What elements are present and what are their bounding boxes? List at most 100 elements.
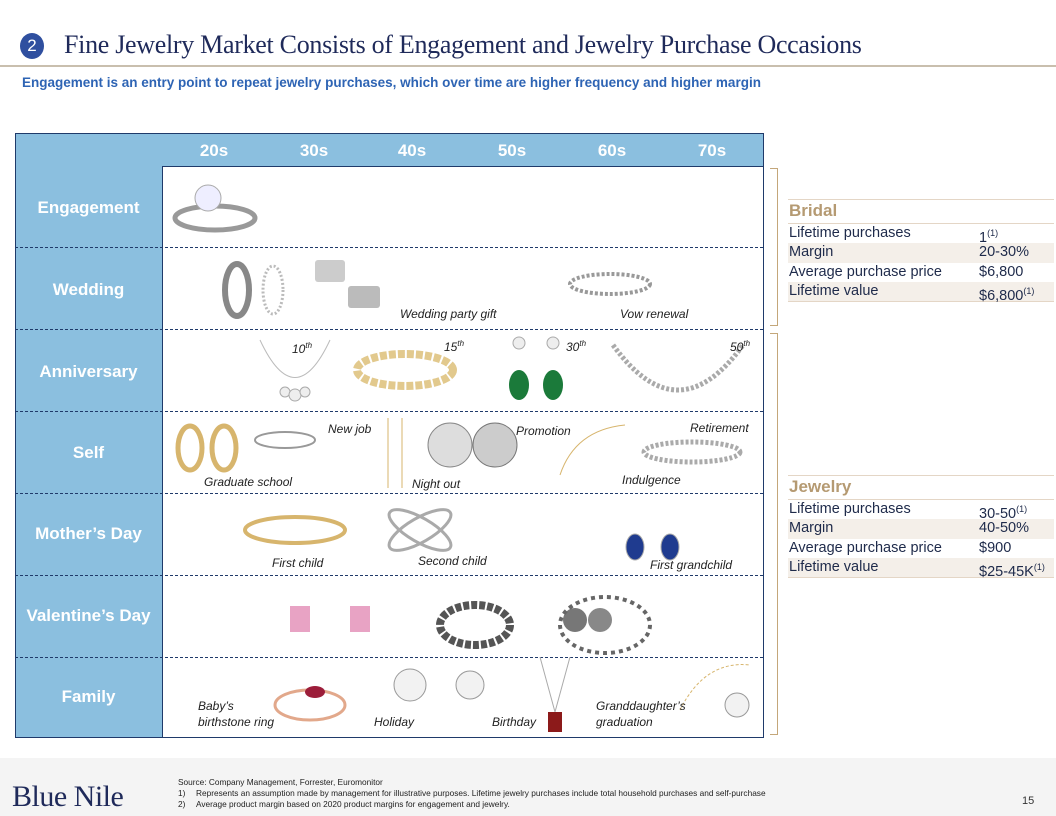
caption-suffix: th bbox=[743, 339, 751, 348]
caption-birthday: Birthday bbox=[492, 715, 537, 729]
caption-birthstone-ring: birthstone ring bbox=[198, 715, 275, 729]
bridal-title: Bridal bbox=[788, 199, 1054, 224]
stat-label: Lifetime value bbox=[789, 282, 879, 299]
stat-row: Lifetime purchases 30-50(1) bbox=[788, 500, 1054, 522]
pearl-bracelet-image bbox=[353, 350, 457, 390]
cufflinks-image bbox=[315, 260, 380, 308]
caption-number: 30 bbox=[566, 340, 580, 354]
page-number: 15 bbox=[1022, 795, 1035, 807]
stat-row: Lifetime value $25-45K(1) bbox=[788, 557, 1054, 580]
row-label-self: Self bbox=[72, 443, 105, 462]
stat-value: 30-50(1) bbox=[979, 504, 1028, 522]
stat-value: 40-50% bbox=[979, 520, 1029, 537]
caption-indulgence: Indulgence bbox=[622, 473, 681, 487]
caption-first-grandchild: First grandchild bbox=[650, 558, 733, 572]
stat-row: Average purchase price $6,800 bbox=[788, 263, 1054, 282]
pearl-jewelry-image bbox=[436, 595, 652, 655]
source-note: Source: Company Management, Forrester, E… bbox=[178, 777, 383, 787]
caption-vow-renewal: Vow renewal bbox=[620, 307, 689, 321]
caption-graduate-school: Graduate school bbox=[204, 475, 293, 489]
stat-row: Average purchase price $900 bbox=[788, 539, 1054, 558]
diamond-studs-image bbox=[393, 668, 485, 702]
station-necklace-image bbox=[559, 424, 626, 476]
row-divider bbox=[15, 329, 763, 330]
page-subtitle: Engagement is an entry point to repeat j… bbox=[22, 75, 761, 90]
row-label-engagement: Engagement bbox=[37, 198, 140, 217]
row-label-wedding: Wedding bbox=[52, 280, 125, 299]
caption-wedding-party-gift: Wedding party gift bbox=[400, 307, 497, 321]
caption-15th: 15th bbox=[444, 337, 464, 354]
row-divider bbox=[15, 247, 763, 248]
footer bbox=[0, 758, 1056, 816]
emerald-earrings-image bbox=[509, 336, 563, 400]
title-divider bbox=[0, 65, 1056, 67]
chain-necklace-image bbox=[387, 418, 403, 488]
stat-value: $900 bbox=[979, 539, 1012, 556]
chain-bracelet-image bbox=[254, 431, 316, 449]
age-label: 40s bbox=[397, 141, 427, 160]
caption-babys: Baby’s bbox=[198, 699, 234, 713]
diamond-necklace-image bbox=[259, 339, 331, 402]
age-label: 70s bbox=[697, 141, 727, 160]
wedding-bands-image bbox=[222, 261, 285, 319]
page-title: Fine Jewelry Market Consists of Engageme… bbox=[64, 30, 862, 59]
caption-promotion: Promotion bbox=[516, 424, 571, 438]
row-divider bbox=[15, 575, 763, 576]
stat-label: Margin bbox=[789, 244, 834, 261]
bridal-bracket bbox=[770, 168, 778, 326]
age-label: 20s bbox=[199, 141, 229, 160]
stat-value: 1(1) bbox=[979, 228, 999, 246]
section-badge: 2 bbox=[20, 33, 44, 59]
footnotes: Source: Company Management, Forrester, E… bbox=[178, 777, 766, 810]
row-divider bbox=[15, 411, 763, 412]
sapphire-earrings-image bbox=[625, 533, 680, 561]
age-label: 50s bbox=[497, 141, 527, 160]
caption-holiday: Holiday bbox=[374, 715, 415, 729]
caption-30th: 30th bbox=[566, 337, 586, 354]
caption-number: 50 bbox=[730, 340, 744, 354]
row-divider bbox=[15, 493, 763, 494]
caption-suffix: th bbox=[579, 339, 587, 348]
age-label: 30s bbox=[299, 141, 329, 160]
row-divider bbox=[15, 657, 763, 658]
birthstone-ring-image bbox=[273, 686, 347, 722]
footnote: 2)Average product margin based on 2020 p… bbox=[178, 799, 510, 809]
age-header: 20s 30s 40s 50s 60s 70s bbox=[162, 133, 764, 166]
caption-second-child: Second child bbox=[418, 554, 487, 568]
stat-label: Lifetime purchases bbox=[789, 501, 911, 517]
caption-10th: 10th bbox=[292, 339, 312, 356]
stat-label: Average purchase price bbox=[789, 539, 942, 556]
stat-value: $6,800 bbox=[979, 263, 1024, 280]
caption-50th: 50th bbox=[730, 337, 750, 354]
stat-row: Lifetime value $6,800(1) bbox=[788, 281, 1054, 304]
caption-new-job: New job bbox=[328, 422, 372, 436]
caption-retirement: Retirement bbox=[690, 421, 749, 435]
stat-label: Margin bbox=[789, 520, 834, 537]
caption-number: 10 bbox=[292, 342, 306, 356]
vow-renewal-band-image bbox=[568, 272, 652, 296]
caption-graduation: graduation bbox=[596, 715, 653, 729]
ruby-pendant-image bbox=[539, 657, 571, 732]
row-label-valentines-day: Valentine’s Day bbox=[26, 606, 151, 625]
gold-bangle-image bbox=[243, 515, 347, 545]
caption-suffix: th bbox=[457, 339, 465, 348]
crossover-ring-image bbox=[387, 508, 453, 552]
stat-row: Lifetime purchases 1(1) bbox=[788, 224, 1054, 246]
stat-label: Lifetime purchases bbox=[789, 225, 911, 241]
stat-row: Margin 40-50% bbox=[788, 519, 1054, 539]
caption-suffix: th bbox=[305, 341, 313, 350]
tennis-necklace-image bbox=[610, 343, 746, 393]
tennis-bracelet-image bbox=[641, 439, 743, 465]
row-label-family: Family bbox=[61, 687, 116, 706]
stat-value: $6,800(1) bbox=[979, 285, 1035, 304]
stat-label: Lifetime value bbox=[789, 558, 879, 575]
age-label: 60s bbox=[597, 141, 627, 160]
stat-value: $25-45K(1) bbox=[979, 561, 1045, 580]
diamond-pendant-image bbox=[679, 664, 751, 718]
stat-label: Average purchase price bbox=[789, 263, 942, 280]
